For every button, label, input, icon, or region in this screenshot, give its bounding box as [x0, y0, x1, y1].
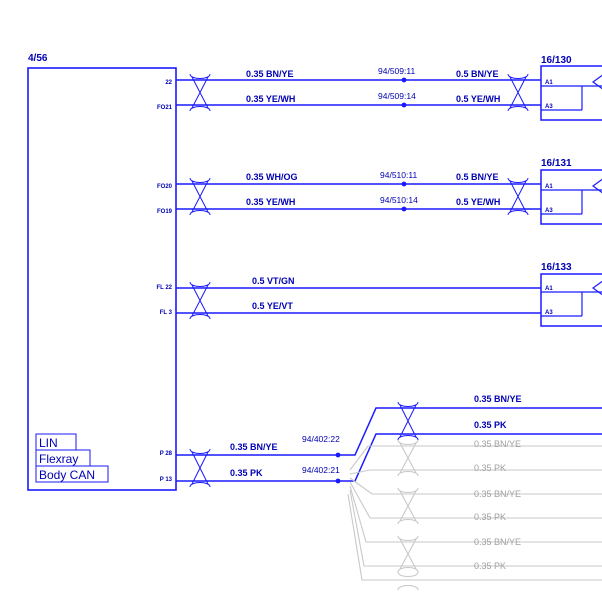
branch-label: 0.35 BN/YE	[474, 439, 521, 449]
module-pin: FO21	[157, 105, 173, 111]
wire-label: 0.5 BN/YE	[456, 172, 499, 182]
connector-box	[540, 169, 602, 225]
module-pin: FL 3	[160, 310, 173, 316]
branch-label: 0.35 PK	[474, 561, 506, 571]
splice-dot	[401, 181, 407, 187]
branch-label: 0.35 PK	[474, 512, 506, 522]
branch-label: 0.35 BN/YE	[474, 394, 522, 404]
twist-symbol	[397, 401, 419, 441]
wire-label: 0.35 BN/YE	[246, 69, 294, 79]
twist-symbol	[397, 571, 419, 591]
grey-branch	[349, 445, 602, 471]
connector-pin: A1	[545, 184, 553, 190]
connector-box	[540, 65, 602, 121]
connector-id: 16/133	[541, 262, 572, 273]
module-pin: FO20	[157, 184, 173, 190]
grey-branch	[349, 489, 602, 567]
twist-symbol	[189, 177, 211, 216]
twist-symbol	[397, 487, 419, 525]
legend-flexray: Flexray	[39, 452, 78, 466]
grey-branch	[349, 469, 602, 475]
wire-label: 0.35 WH/OG	[246, 172, 298, 182]
grey-branch	[349, 477, 602, 495]
grey-branch	[349, 481, 602, 519]
connector-id: 16/130	[541, 55, 572, 66]
branch-label: 0.35 BN/YE	[474, 489, 521, 499]
wire-label: 0.35 BN/YE	[230, 442, 278, 452]
splice-label: 94/402:21	[302, 465, 340, 475]
wire-label: 0.5 VT/GN	[252, 276, 295, 286]
splice-label: 94/509:11	[378, 66, 415, 76]
connector-pin: A1	[545, 80, 553, 86]
module-pin: FL 22	[156, 285, 172, 291]
legend-lin: LIN	[39, 436, 58, 450]
connector-pin: A3	[545, 104, 553, 110]
arrow-icon	[591, 74, 602, 90]
wire	[343, 407, 602, 456]
connector-pin: A3	[545, 208, 553, 214]
wire	[343, 433, 602, 482]
connector-id: 16/131	[541, 158, 572, 169]
arrow-icon	[591, 178, 602, 194]
wire-label: 0.35 PK	[230, 468, 263, 478]
arrow-icon	[591, 280, 602, 296]
wire-label: 0.5 YE/WH	[456, 197, 500, 207]
module-pin: FO19	[157, 209, 173, 215]
module-box	[27, 67, 177, 491]
branch-label: 0.35 BN/YE	[474, 537, 521, 547]
module-pin: P 13	[160, 477, 173, 483]
twist-symbol	[397, 439, 419, 477]
legend-bodycan: Body CAN	[39, 468, 95, 482]
legend-bodycan-box	[35, 465, 109, 483]
splice-dot	[335, 452, 341, 458]
wire-label: 0.35 YE/WH	[246, 94, 295, 104]
twist-symbol	[189, 281, 211, 320]
twist-symbol	[189, 448, 211, 488]
twist-symbol	[397, 535, 419, 573]
connector-box	[540, 273, 602, 327]
splice-label: 94/510:14	[380, 195, 418, 205]
wire-label: 0.5 YE/WH	[456, 94, 500, 104]
splice-dot	[401, 206, 407, 212]
twist-symbol	[507, 73, 529, 112]
branch-label: 0.35 PK	[474, 463, 506, 473]
splice-label: 94/510:11	[380, 170, 417, 180]
grey-branch	[347, 493, 602, 581]
wire-label: 0.5 YE/VT	[252, 301, 293, 311]
wire-label: 0.5 BN/YE	[456, 69, 499, 79]
splice-dot	[401, 77, 407, 83]
splice-label: 94/402:22	[302, 434, 340, 444]
splice-dot	[401, 102, 407, 108]
connector-pin: A3	[545, 310, 553, 316]
module-id: 4/56	[28, 53, 48, 64]
module-pin: P 28	[160, 451, 173, 457]
module-pin: 22	[165, 80, 172, 86]
grey-branch	[349, 485, 602, 543]
splice-dot	[335, 478, 341, 484]
branch-label: 0.35 PK	[474, 420, 507, 430]
connector-pin: A1	[545, 286, 553, 292]
splice-label: 94/509:14	[378, 91, 416, 101]
wire-label: 0.35 YE/WH	[246, 197, 295, 207]
twist-symbol	[189, 73, 211, 112]
twist-symbol	[507, 177, 529, 216]
